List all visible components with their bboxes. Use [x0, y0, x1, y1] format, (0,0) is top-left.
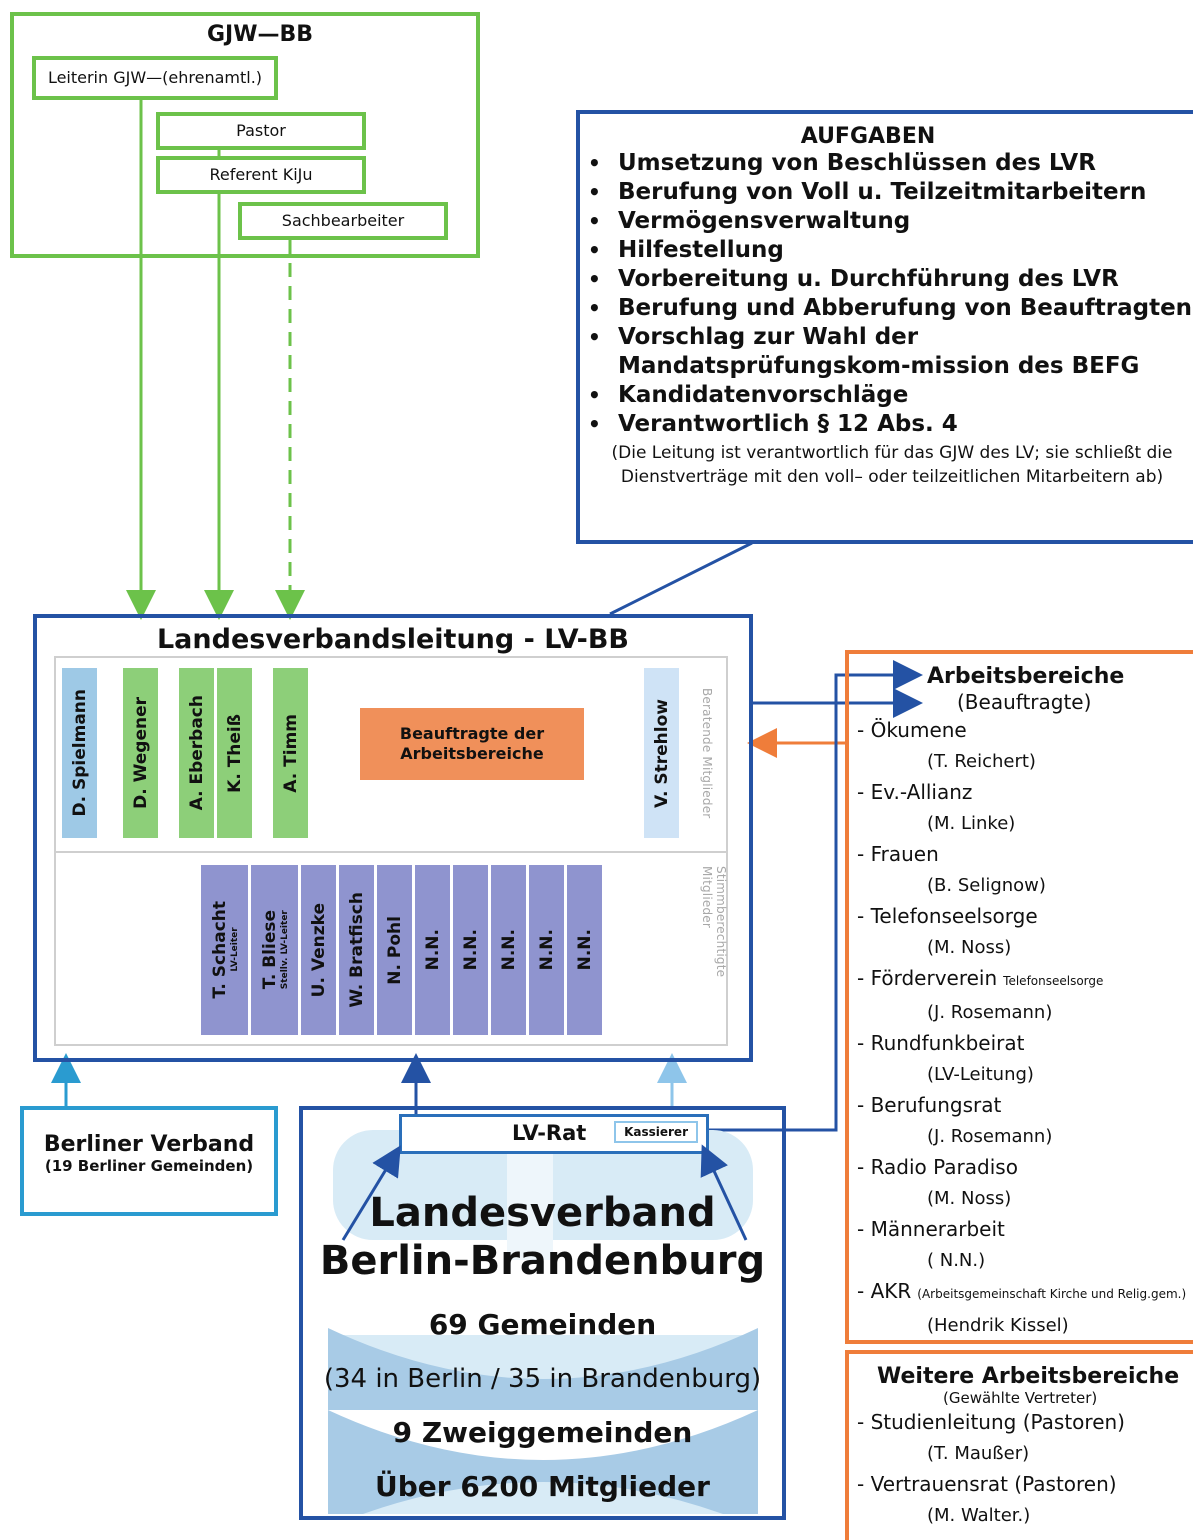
voting-member: N.N. [453, 865, 488, 1035]
ab-person: (J. Rosemann) [927, 1126, 1053, 1147]
voting-member: N.N. [415, 865, 450, 1035]
referent-box: Referent KiJu [156, 156, 366, 194]
advisor-timm: A. Timm [273, 668, 308, 838]
aufgabe-item: Umsetzung von Beschlüssen des LVR [588, 149, 1193, 178]
aufgaben-title: AUFGABEN [800, 124, 936, 149]
ab-person: (M. Linke) [927, 813, 1016, 834]
aufgabe-item: Hilfestellung [588, 236, 1193, 265]
aufgabe-item: Verantwortlich § 12 Abs. 4 [588, 410, 1193, 439]
berliner-title: Berliner Verband [43, 1132, 255, 1157]
ab-area: - Ev.-Allianz [857, 780, 973, 804]
advisor-eberbach: A. Eberbach [179, 668, 214, 838]
weitere-area: - Studienleitung (Pastoren) [857, 1410, 1125, 1434]
ab-area: - Radio Paradiso [857, 1155, 1018, 1179]
ab-area: - Ökumene [857, 718, 967, 742]
ab-person: (LV-Leitung) [927, 1064, 1034, 1085]
beauftragte-box: Beauftragte der Arbeitsbereiche [360, 708, 584, 780]
aufgabe-item: Vorschlag zur Wahl der Mandatsprüfungsko… [588, 323, 1178, 381]
lv-line3: 69 Gemeinden [428, 1308, 657, 1341]
weitere-title: Weitere Arbeitsbereiche [877, 1364, 1180, 1389]
lv-divider [54, 851, 728, 853]
voting-member: W. Bratfisch [339, 865, 374, 1035]
aufgabe-item: Vorbereitung u. Durchführung des LVR [588, 265, 1193, 294]
voting-member: N.N. [529, 865, 564, 1035]
weitere-sub: (Gewählte Vertreter) [943, 1389, 1098, 1407]
gjw-title: GJW—BB [206, 22, 314, 47]
advisor-wegener: D. Wegener [123, 668, 158, 838]
lv-rat-box: LV-Rat Kassierer [399, 1114, 709, 1154]
lv-line6: Über 6200 Mitglieder [375, 1470, 710, 1503]
aufgabe-item: Berufung und Abberufung von Beauftragten [588, 294, 1193, 323]
beratende-label: Beratende Mitglieder [700, 688, 714, 819]
aufgaben-list: Umsetzung von Beschlüssen des LVR Berufu… [580, 149, 1193, 439]
voting-member: U. Venzke [301, 865, 336, 1035]
leiterin-box: Leiterin GJW—(ehrenamtl.) [32, 56, 278, 100]
berliner-verband-box: Berliner Verband (19 Berliner Gemeinden) [20, 1106, 278, 1216]
aufgaben-note: (Die Leitung ist verantwortlich für das … [611, 443, 1173, 487]
voting-member: N.N. [567, 865, 602, 1035]
lv-leitung-box [33, 614, 753, 1062]
cross-logo [328, 1130, 758, 1514]
ab-area: - Frauen [857, 842, 939, 866]
lv-line2: Berlin-Brandenburg [319, 1238, 766, 1284]
ab-person: (T. Reichert) [927, 751, 1036, 772]
aufgaben-box: AUFGABEN Umsetzung von Beschlüssen des L… [576, 110, 1193, 544]
ab-person: ( N.N.) [927, 1250, 986, 1271]
aufgabe-item: Vermögensverwaltung [588, 207, 1193, 236]
ab-person: (B. Selignow) [927, 875, 1046, 896]
aufgaben-connector [609, 541, 753, 616]
arbeitsbereiche-box: Arbeitsbereiche (Beauftragte) - Ökumene (… [845, 650, 1193, 1344]
pastor-box: Pastor [156, 112, 366, 150]
ab-person: (J. Rosemann) [927, 1002, 1053, 1023]
ab-sub: (Beauftragte) [957, 690, 1092, 714]
aufgabe-item: Berufung von Voll u. Teilzeitmitarbeiter… [588, 178, 1193, 207]
ab-title: Arbeitsbereiche [927, 664, 1125, 689]
landesverband-box: LV-Rat Kassierer Landesverband Berlin-Br… [299, 1106, 786, 1520]
lv-rat-label: LV-Rat [512, 1121, 587, 1145]
ab-area: - Rundfunkbeirat [857, 1031, 1025, 1055]
ab-area: - AKR(Arbeitsgemeinschaft Kirche und Rel… [857, 1279, 1187, 1303]
gjw-box [10, 12, 480, 258]
ab-list: - Ökumene (T. Reichert) - Ev.-Allianz (M. L… [857, 715, 1193, 1341]
ab-area: - Berufungsrat [857, 1093, 1002, 1117]
ab-area: - Männerarbeit [857, 1217, 1005, 1241]
weitere-area: - Vertrauensrat (Pastoren) [857, 1472, 1117, 1496]
stimm-label: Stimmberechtigte Mitglieder [700, 866, 728, 978]
voting-member: N.N. [491, 865, 526, 1035]
ab-person: (M. Noss) [927, 937, 1012, 958]
weitere-box: Weitere Arbeitsbereiche (Gewählte Vertre… [845, 1350, 1193, 1540]
weitere-list: - Studienleitung (Pastoren) (T. Maußer) - … [857, 1407, 1193, 1531]
kassierer-box: Kassierer [614, 1121, 698, 1143]
aufgabe-item: Kandidatenvorschläge [588, 381, 1193, 410]
voting-member: N. Pohl [377, 865, 412, 1035]
weitere-person: (M. Walter.) [927, 1505, 1031, 1526]
rat-to-ab-arrow [706, 660, 923, 1132]
ab-area: - Telefonseelsorge [857, 904, 1038, 928]
berliner-sub: (19 Berliner Gemeinden) [44, 1157, 254, 1175]
ab-person: (M. Noss) [927, 1188, 1012, 1209]
advisor-strehlow: V. Strehlow [644, 668, 679, 838]
lv-leitung-title: Landesverbandsleitung - LV-BB [156, 624, 630, 655]
ab-person: (Hendrik Kissel) [927, 1315, 1069, 1336]
lv-line5: 9 Zweiggemeinden [392, 1416, 693, 1449]
weitere-person: (T. Maußer) [927, 1443, 1030, 1464]
lv-line4: (34 in Berlin / 35 in Brandenburg) [323, 1364, 762, 1394]
advisor-spielmann: D. Spielmann [62, 668, 97, 838]
advisor-theiss: K. Theiß [217, 668, 252, 838]
lv-line1: Landesverband [369, 1190, 716, 1236]
sachbearbeiter-box: Sachbearbeiter [238, 202, 448, 240]
